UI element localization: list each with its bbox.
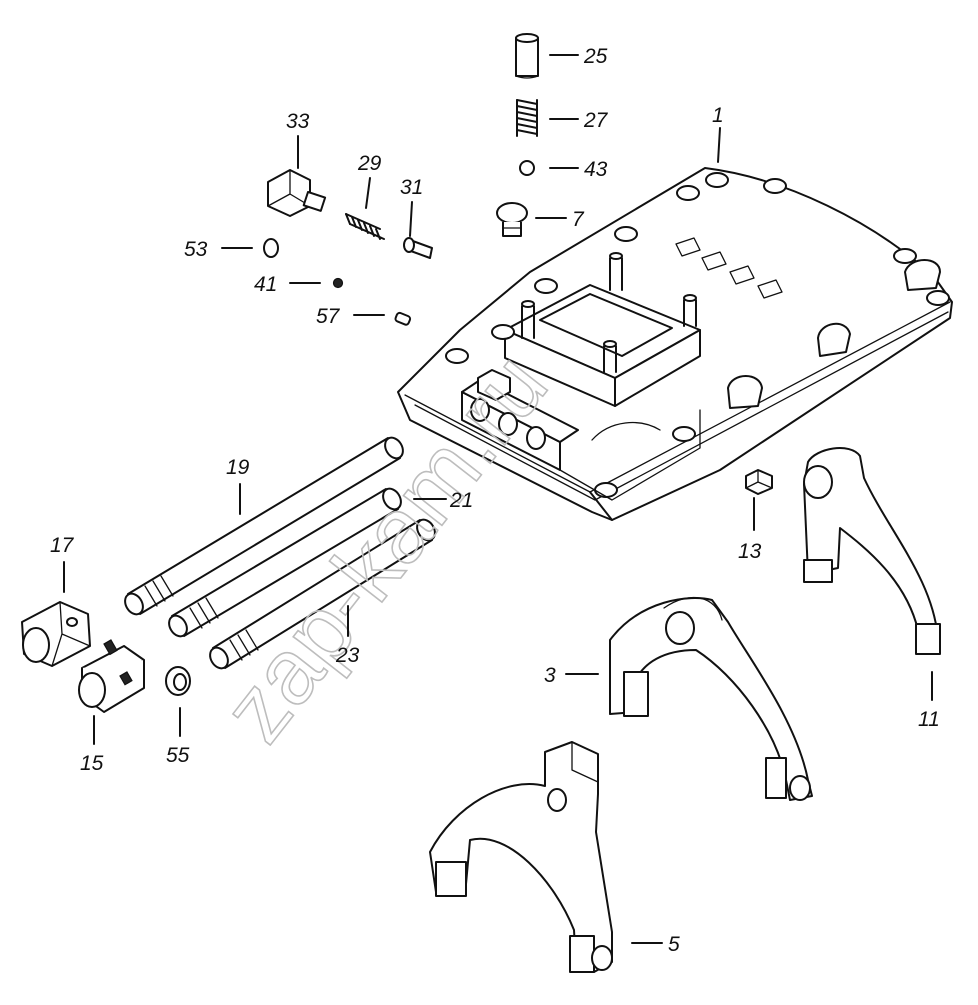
callout-17: 17 [50,534,75,557]
part-21-rod [168,487,402,638]
callout-7: 7 [572,208,585,231]
callout-53: 53 [184,238,208,261]
callout-31: 31 [400,176,423,199]
part-25-sleeve [515,33,539,79]
part-53-ring [263,238,279,258]
watermark-text: zap-kam.ru [203,335,567,760]
part-27-spring [516,99,538,137]
callout-57: 57 [316,305,341,328]
part-5-fork [429,741,613,973]
part-13-bolt [745,469,773,495]
part-31-pin [403,237,433,259]
callout-23: 23 [335,644,360,667]
callout-29: 29 [357,152,382,175]
callout-19: 19 [226,456,250,479]
callout-43: 43 [584,158,608,181]
callout-41: 41 [254,273,277,296]
callout-25: 25 [583,45,608,68]
part-43-ball [519,160,535,176]
callout-15: 15 [80,752,104,775]
part-55-washer [165,666,191,696]
part-33-fitting [267,169,327,217]
callout-55: 55 [166,744,190,767]
callout-5: 5 [668,933,680,956]
callout-labels: 25 27 43 7 1 33 29 31 53 41 57 13 19 21 … [50,45,940,956]
part-29-spring [345,213,385,240]
part-3-fork [609,596,813,801]
part-15-bushing [78,639,145,713]
part-7-plug [496,202,528,237]
callout-21: 21 [449,489,473,512]
leader-lines [63,54,933,944]
part-17-lock-block [21,601,91,667]
part-19-rod [124,436,404,616]
part-1-housing-cover [397,167,953,521]
callout-27: 27 [583,109,609,132]
callout-33: 33 [286,110,310,133]
callout-13: 13 [738,540,762,563]
part-23-rod [209,518,436,670]
callout-3: 3 [544,664,556,687]
callout-11: 11 [918,708,940,731]
part-57-pin [394,311,412,326]
part-11-fork [803,447,941,655]
part-41-ball [332,277,344,289]
callout-1: 1 [712,104,724,127]
